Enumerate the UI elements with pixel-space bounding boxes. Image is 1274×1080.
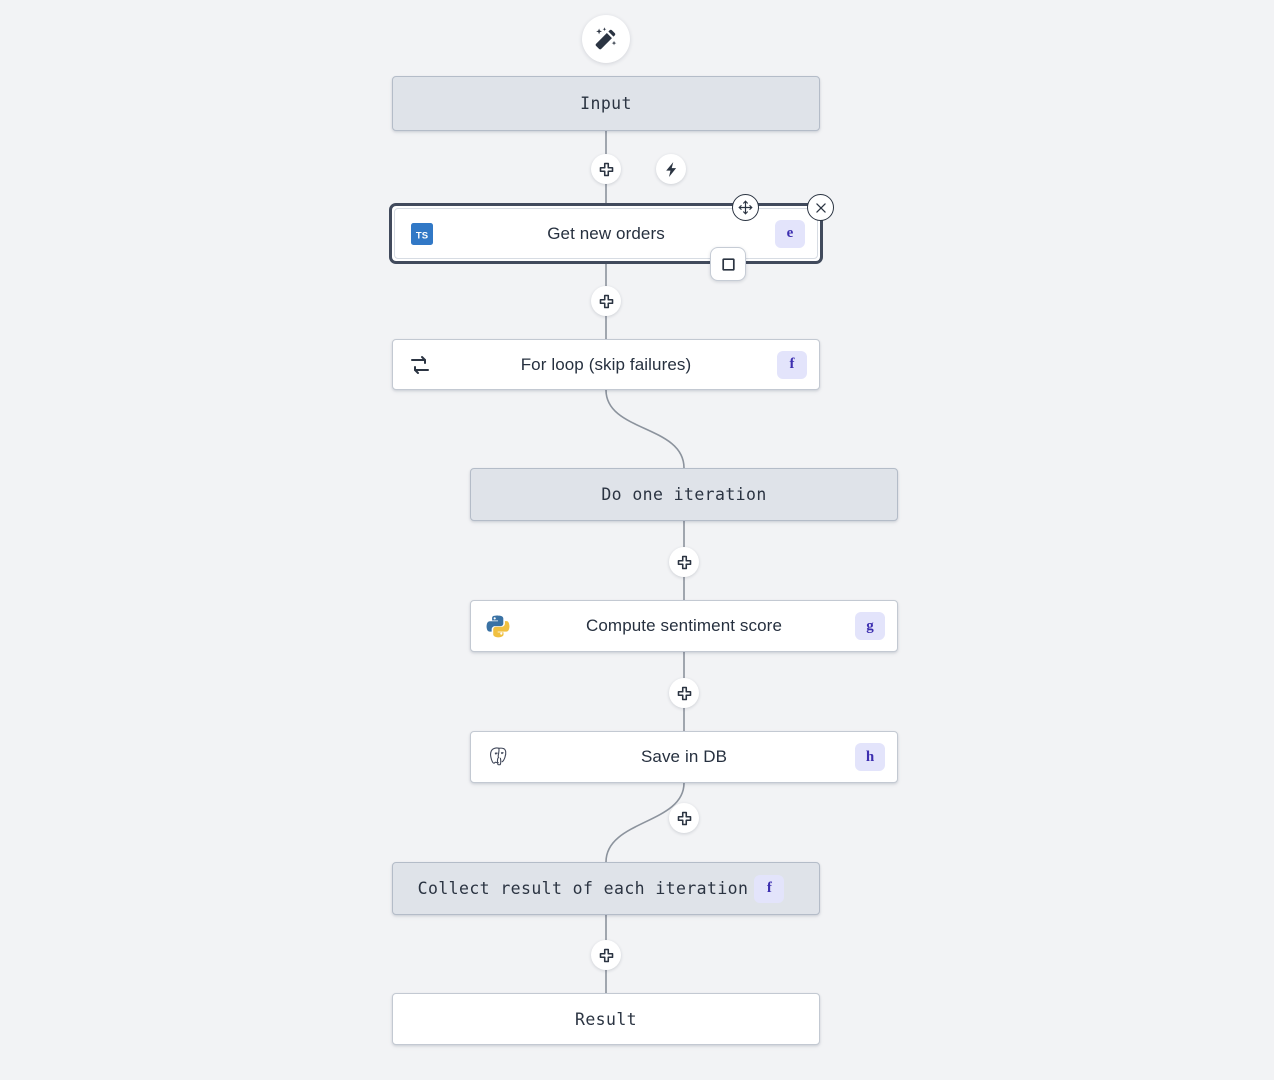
postgresql-icon — [485, 744, 511, 770]
move-icon — [738, 200, 753, 215]
node-input[interactable]: Input — [392, 76, 820, 131]
add-step-button-after-compute-sentiment-score[interactable] — [669, 678, 699, 708]
node-get-new-orders-label: Get new orders — [547, 223, 665, 243]
square-icon — [720, 256, 737, 273]
loop-icon — [407, 352, 433, 378]
typescript-icon: TS — [409, 221, 435, 247]
node-result-label: Result — [574, 1009, 637, 1029]
close-icon — [814, 201, 828, 215]
trigger-button[interactable] — [656, 154, 686, 184]
plus-icon — [676, 685, 693, 702]
node-compute-sentiment-score[interactable]: Compute sentiment score g — [470, 600, 898, 652]
add-step-button-after-collect-result[interactable] — [591, 940, 621, 970]
node-for-loop-badge: f — [777, 350, 807, 379]
svg-text:TS: TS — [416, 230, 428, 241]
node-collect-result-badge: f — [754, 874, 785, 903]
add-step-button-after-input[interactable] — [591, 154, 621, 184]
node-collect-result[interactable]: Collect result of each iteration f — [392, 862, 820, 915]
plus-icon — [598, 293, 615, 310]
node-result[interactable]: Result — [392, 993, 820, 1045]
edge-for-loop-to-do-one-iteration — [605, 389, 685, 469]
node-compute-sentiment-score-label: Compute sentiment score — [586, 616, 782, 635]
node-get-new-orders-badge: e — [775, 219, 805, 248]
node-save-in-db-label: Save in DB — [640, 747, 728, 766]
node-input-label: Input — [580, 94, 632, 113]
add-step-button-after-do-one-iteration[interactable] — [669, 547, 699, 577]
node-compute-sentiment-score-badge: g — [855, 612, 885, 640]
node-do-one-iteration-label: Do one iteration — [601, 485, 767, 504]
move-handle-button[interactable] — [732, 194, 759, 221]
close-node-button[interactable] — [807, 194, 834, 221]
node-do-one-iteration[interactable]: Do one iteration — [470, 468, 898, 521]
add-step-button-after-get-new-orders[interactable] — [591, 286, 621, 316]
plus-icon — [598, 947, 615, 964]
stop-node-button[interactable] — [710, 247, 746, 281]
node-for-loop-label: For loop (skip failures) — [520, 354, 692, 374]
add-step-button-after-save-in-db[interactable] — [669, 803, 699, 833]
plus-icon — [676, 810, 693, 827]
plus-icon — [676, 554, 693, 571]
python-icon — [485, 613, 511, 639]
plus-icon — [598, 161, 615, 178]
lightning-icon — [663, 161, 680, 178]
magic-wand-icon — [593, 26, 619, 52]
node-save-in-db-badge: h — [855, 743, 885, 771]
node-save-in-db[interactable]: Save in DB h — [470, 731, 898, 783]
node-for-loop[interactable]: For loop (skip failures) f — [392, 339, 820, 390]
ai-generate-button[interactable] — [582, 15, 630, 63]
node-collect-result-label: Collect result of each iteration — [417, 879, 749, 898]
